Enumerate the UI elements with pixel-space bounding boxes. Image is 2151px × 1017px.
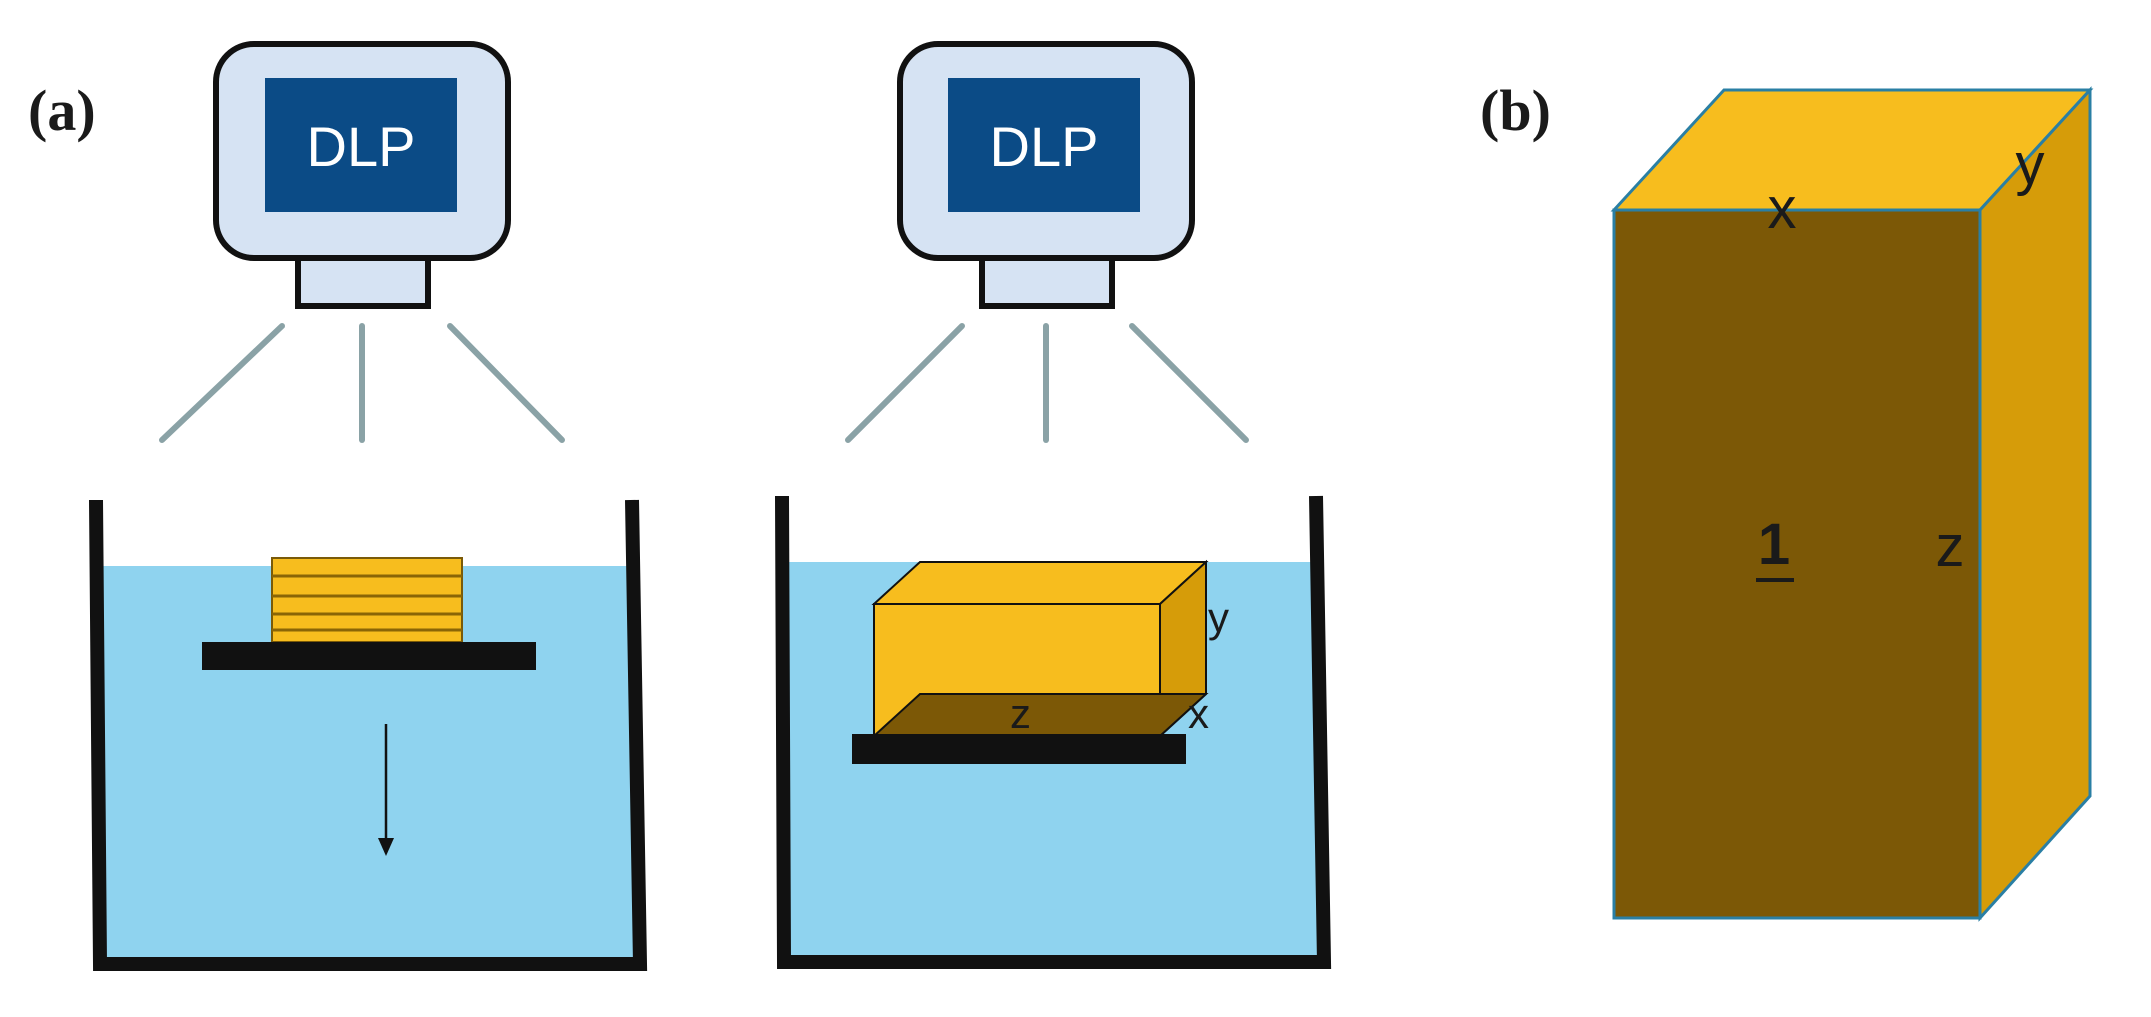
light-ray [159, 323, 285, 443]
cuboid-axis-z: z [1936, 514, 1965, 579]
cuboid-axis-x: x [1768, 176, 1797, 241]
cuboid-side-face [1978, 86, 2092, 922]
cuboid-front-face [1612, 208, 1982, 920]
downward-arrow-icon [378, 724, 394, 856]
panel-label-b: (b) [1480, 78, 1551, 143]
vat-right [775, 495, 1332, 969]
projector-label: DLP [990, 115, 1099, 178]
printed-layers [271, 557, 463, 643]
projector-screen [948, 78, 1140, 212]
specimen-number: 1 [1758, 512, 1790, 577]
cuboid-specimen: x y z 1 [1610, 86, 2094, 922]
projector-left: DLP [213, 41, 511, 309]
projector-screen [265, 78, 457, 212]
light-ray [1129, 323, 1249, 443]
panel-label-a: (a) [28, 78, 96, 143]
right-printer: DLP y z x [775, 41, 1332, 969]
printed-block [871, 559, 1209, 739]
vat-left [89, 499, 648, 971]
axis-label-z: z [1010, 690, 1031, 737]
block-top-face [871, 561, 1209, 605]
cuboid-axis-y: y [2016, 132, 2045, 197]
build-platform-left [202, 642, 536, 670]
block-bottom-face [871, 693, 1209, 737]
projector-lens [295, 255, 431, 309]
light-ray [845, 323, 965, 443]
build-platform-right [852, 734, 1186, 764]
light-ray [447, 323, 565, 443]
light-rays-left [159, 323, 565, 443]
axis-label-x: x [1188, 690, 1209, 737]
projector-label: DLP [307, 115, 416, 178]
light-rays-right [845, 323, 1249, 443]
projector-lens [979, 255, 1115, 309]
left-printer: DLP [89, 41, 648, 971]
projector-right: DLP [897, 41, 1195, 309]
axis-label-y: y [1208, 594, 1229, 641]
